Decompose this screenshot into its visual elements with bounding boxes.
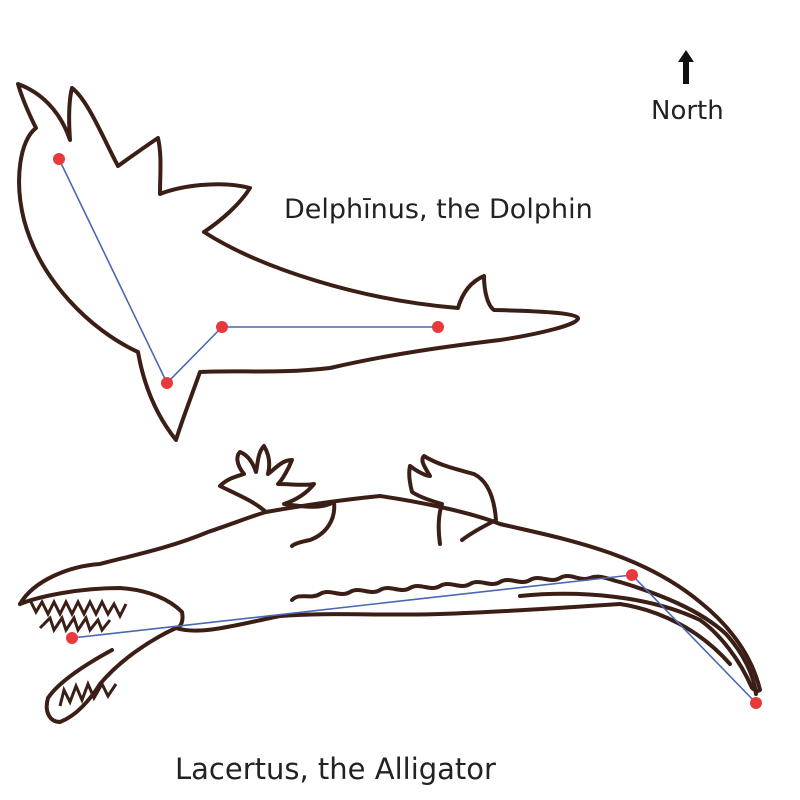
alligator-tail-underside — [618, 580, 758, 696]
star-marker — [161, 377, 173, 389]
lacertus-line — [71, 574, 633, 639]
lacertus-stars — [66, 569, 762, 709]
alligator-belly-line — [290, 574, 622, 602]
arrow-up-icon — [678, 50, 694, 84]
star-marker — [432, 321, 444, 333]
star-marker — [53, 153, 65, 165]
delphinus-line — [166, 326, 223, 384]
alligator-front-leg — [218, 444, 337, 548]
alligator-teeth — [28, 598, 128, 707]
lacertus-label: Lacertus, the Alligator — [175, 752, 496, 786]
lacertus-lines — [71, 574, 757, 704]
delphinus-stars — [53, 153, 444, 389]
alligator-figure — [18, 444, 762, 724]
north-label: North — [651, 96, 724, 126]
dolphin-figure — [16, 82, 580, 442]
dolphin-outline — [16, 82, 580, 442]
star-marker — [626, 569, 638, 581]
lacertus-line — [631, 574, 757, 704]
delphinus-label: Delphīnus, the Dolphin — [284, 194, 593, 225]
alligator-upper-jaw — [18, 586, 185, 630]
delphinus-line — [58, 158, 168, 384]
star-marker — [66, 632, 78, 644]
alligator-back-outline — [18, 494, 762, 693]
delphinus-lines — [58, 158, 438, 384]
star-marker — [216, 321, 228, 333]
star-marker — [750, 697, 762, 709]
alligator-lower-jaw — [44, 602, 732, 724]
alligator-rear-leg — [407, 454, 498, 546]
